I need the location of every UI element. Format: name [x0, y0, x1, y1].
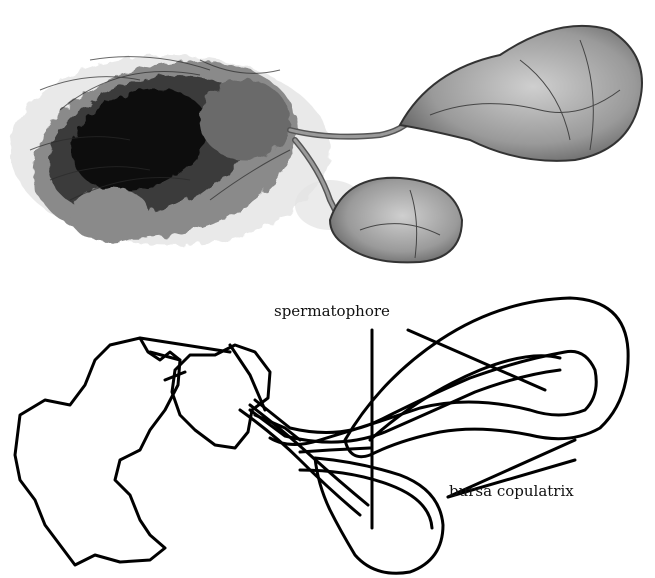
- photo-sac-small: [330, 178, 462, 263]
- outline-drawing: [15, 298, 628, 573]
- bursa-large-outline: [345, 298, 628, 457]
- abdomen-tuft: [13, 33, 318, 267]
- bursa-copulatrix-label: bursa copulatrix: [449, 482, 574, 500]
- middle-lobe-outline: [172, 345, 270, 448]
- specimen-photo: [10, 26, 642, 267]
- spermatophore-label: spermatophore: [274, 302, 390, 320]
- left-lobe-outline: [15, 338, 180, 565]
- photo-sac-large: [400, 26, 642, 161]
